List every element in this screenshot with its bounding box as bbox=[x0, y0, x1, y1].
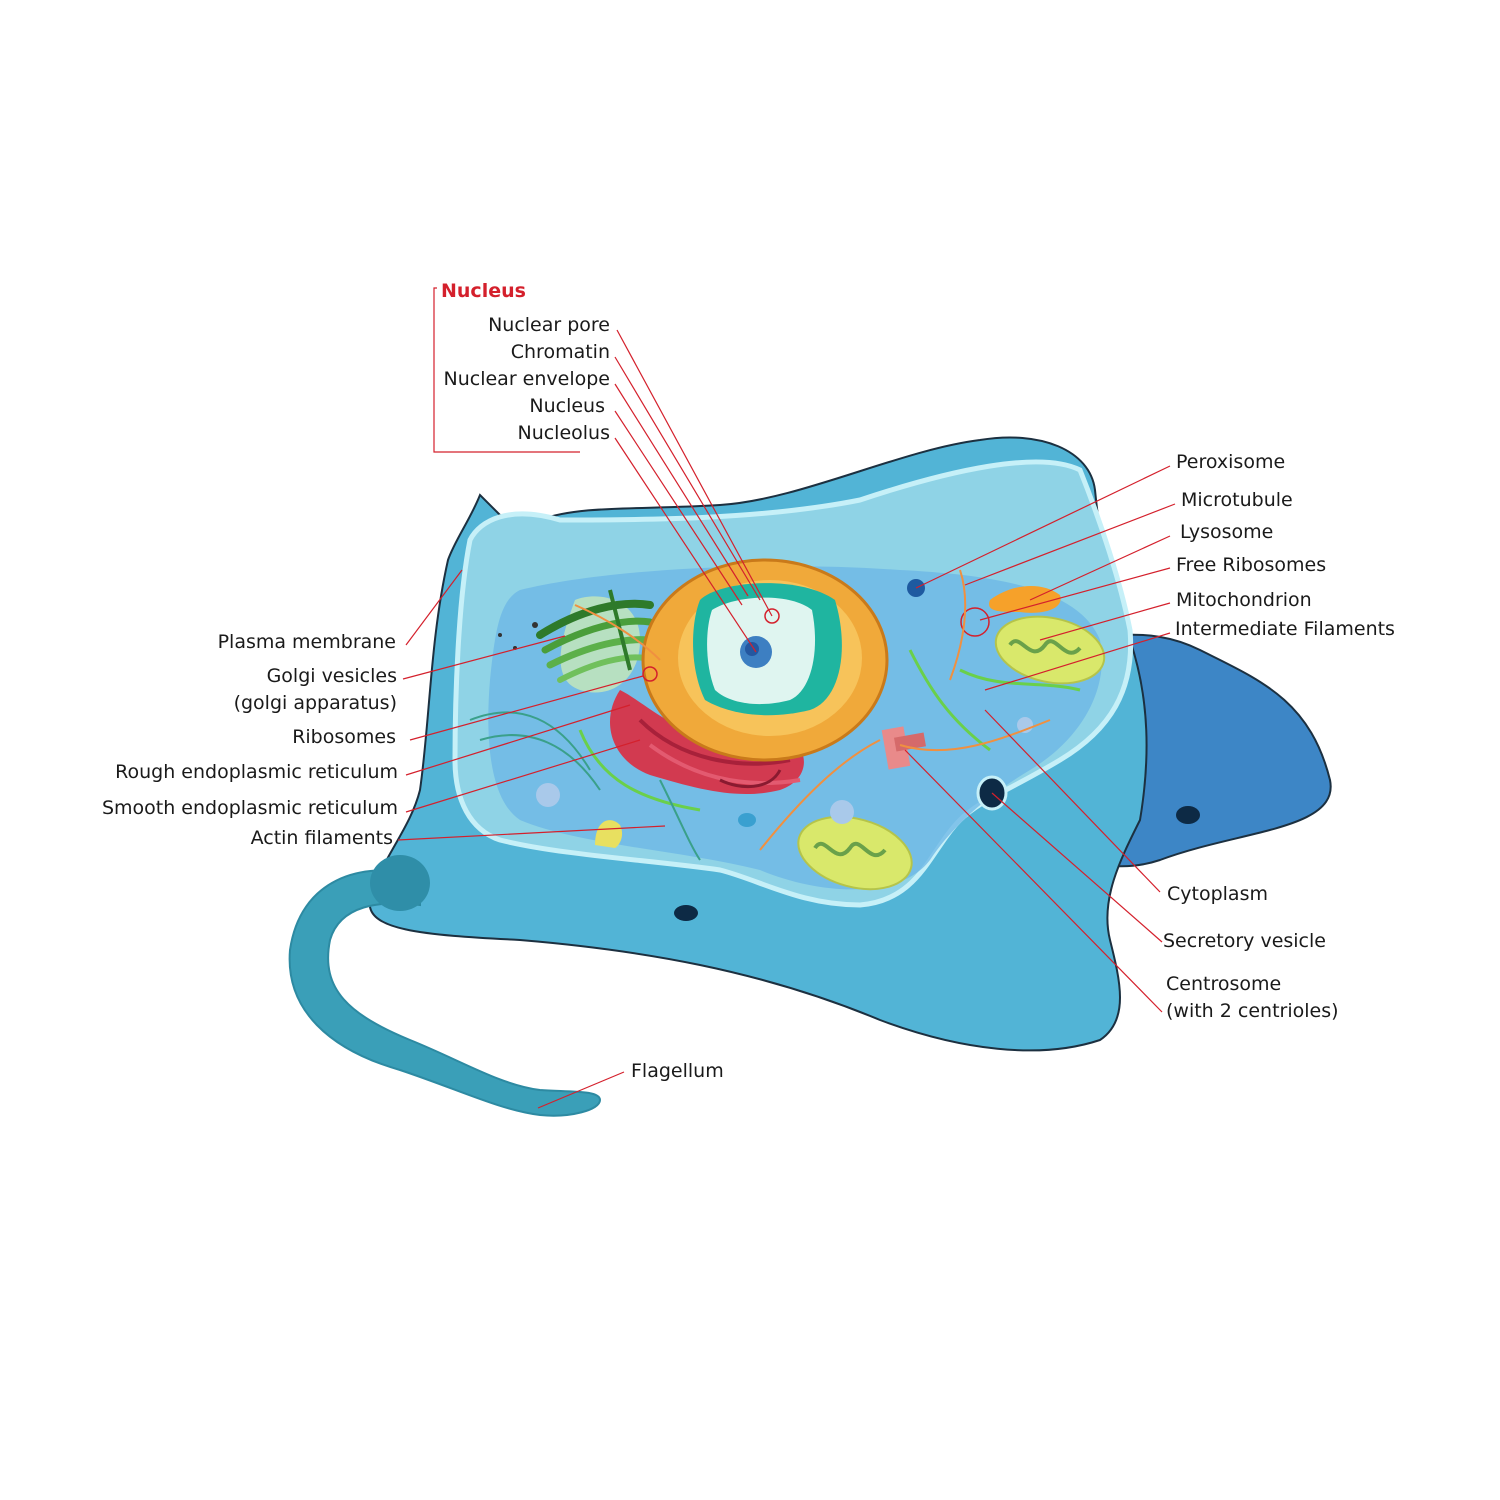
ribosome-marker bbox=[642, 666, 658, 682]
right-label-group: Peroxisome Microtubule Lysosome Free Rib… bbox=[1163, 451, 1395, 1022]
label-chromatin: Chromatin bbox=[511, 341, 610, 363]
lysosome bbox=[989, 585, 1061, 613]
nucleus-group-title: Nucleus bbox=[441, 280, 526, 302]
membrane-pore bbox=[674, 905, 698, 921]
mitochondrion bbox=[994, 615, 1106, 685]
nuclear-pore-marker bbox=[764, 608, 780, 624]
vesicle bbox=[595, 820, 623, 848]
label-golgi-apparatus: (golgi apparatus) bbox=[234, 692, 397, 714]
label-secretory-vesicle: Secretory vesicle bbox=[1163, 930, 1326, 952]
flagellum-base bbox=[370, 855, 430, 911]
nucleus bbox=[641, 558, 889, 762]
label-golgi-vesicles: Golgi vesicles bbox=[267, 665, 397, 687]
nucleolus-core bbox=[745, 642, 759, 656]
left-label-group: Plasma membrane Golgi vesicles (golgi ap… bbox=[102, 631, 398, 849]
vesicle bbox=[738, 813, 756, 827]
label-nucleus: Nucleus bbox=[529, 395, 605, 417]
label-lysosome: Lysosome bbox=[1180, 521, 1273, 543]
filaments bbox=[469, 569, 1081, 861]
vesicle bbox=[830, 800, 854, 824]
flagellum bbox=[288, 869, 602, 1117]
vesicle bbox=[536, 783, 560, 807]
label-nuclear-pore: Nuclear pore bbox=[488, 314, 610, 336]
centrosome bbox=[881, 726, 926, 770]
label-plasma-membrane: Plasma membrane bbox=[218, 631, 396, 653]
leader-lines bbox=[397, 287, 1176, 1109]
label-nuclear-envelope: Nuclear envelope bbox=[444, 368, 610, 390]
label-mitochondrion: Mitochondrion bbox=[1176, 589, 1312, 611]
membrane-pore bbox=[1176, 806, 1200, 824]
label-free-ribosomes: Free Ribosomes bbox=[1176, 554, 1326, 576]
label-rough-er: Rough endoplasmic reticulum bbox=[115, 761, 398, 783]
golgi-apparatus bbox=[498, 589, 654, 693]
label-ribosomes: Ribosomes bbox=[292, 726, 396, 748]
label-nucleolus: Nucleolus bbox=[517, 422, 610, 444]
label-intermediate-filaments: Intermediate Filaments bbox=[1175, 618, 1395, 640]
nucleus-label-group: Nucleus Nuclear pore Chromatin Nuclear e… bbox=[441, 280, 610, 444]
label-microtubule: Microtubule bbox=[1181, 489, 1293, 511]
label-cytoplasm: Cytoplasm bbox=[1167, 883, 1268, 905]
label-peroxisome: Peroxisome bbox=[1176, 451, 1285, 473]
label-actin-filaments: Actin filaments bbox=[251, 827, 393, 849]
label-centrioles: (with 2 centrioles) bbox=[1166, 1000, 1339, 1022]
label-centrosome: Centrosome bbox=[1166, 973, 1281, 995]
mitochondrion bbox=[797, 815, 913, 891]
free-ribosomes-marker bbox=[960, 607, 990, 637]
label-flagellum: Flagellum bbox=[631, 1060, 724, 1082]
label-smooth-er: Smooth endoplasmic reticulum bbox=[102, 797, 398, 819]
